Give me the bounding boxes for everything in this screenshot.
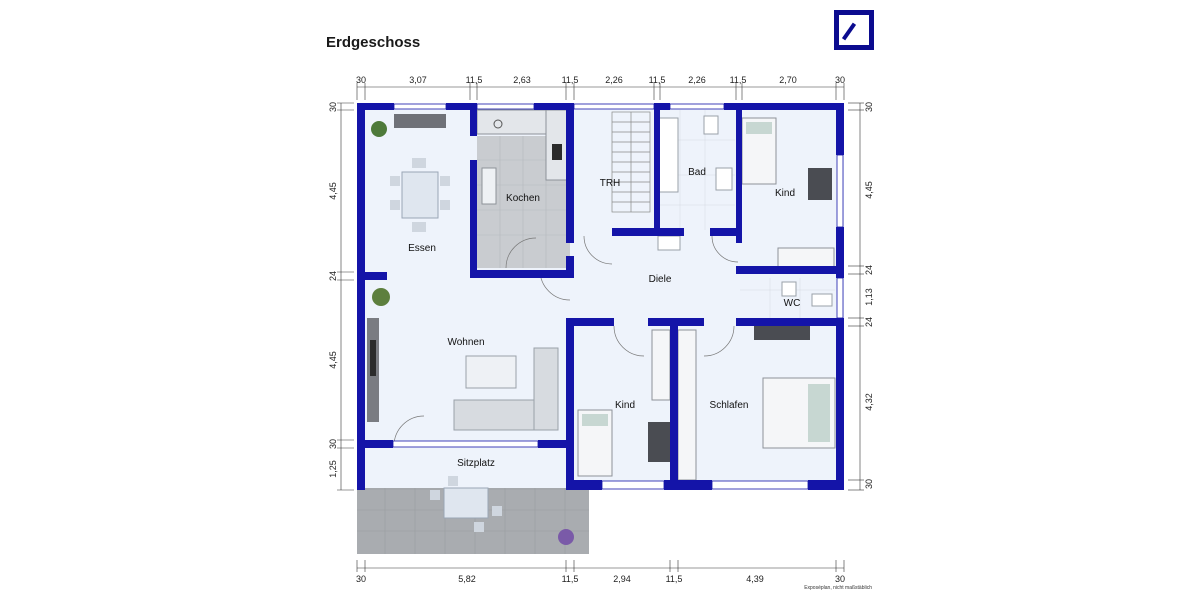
dim-right-6: 30 — [864, 479, 874, 489]
dim-top-3: 2,63 — [513, 75, 531, 85]
dim-top-1: 3,07 — [409, 75, 427, 85]
dim-left-3: 4,45 — [328, 351, 338, 369]
dim-right-4: 24 — [864, 317, 874, 327]
room-label-essen: Essen — [408, 243, 436, 254]
dimension-labels-top: 30 3,07 11,5 2,63 11,5 2,26 11,5 2,26 11… — [356, 75, 845, 85]
dim-left-0: 30 — [328, 102, 338, 112]
dim-top-9: 2,70 — [779, 75, 797, 85]
dimension-labels-left: 30 4,45 24 4,45 30 1,25 — [328, 102, 338, 478]
dim-left-1: 4,45 — [328, 182, 338, 200]
bed-kind-bottom — [577, 409, 670, 477]
dim-top-4: 11,5 — [562, 75, 579, 85]
plant-icon — [371, 121, 574, 545]
room-label-kind-bottom: Kind — [615, 400, 635, 411]
dim-bottom-2: 11,5 — [562, 574, 579, 584]
room-label-diele: Diele — [649, 274, 672, 285]
dimension-labels-right: 30 4,45 24 1,13 24 4,32 30 — [864, 102, 874, 489]
brand-logo — [834, 10, 874, 50]
room-label-sitzplatz: Sitzplatz — [457, 458, 495, 469]
staircase — [611, 111, 651, 213]
dim-bottom-0: 30 — [356, 574, 366, 584]
dim-bottom-6: 30 — [835, 574, 845, 584]
dimension-labels-bottom: 30 5,82 11,5 2,94 11,5 4,39 30 — [356, 574, 845, 584]
walls — [357, 103, 844, 490]
left-ticks — [337, 102, 354, 491]
windows — [392, 103, 844, 490]
dim-right-3: 1,13 — [864, 288, 874, 306]
sideboard — [394, 114, 446, 128]
dimension-lines — [337, 83, 864, 572]
room-label-wc: WC — [784, 298, 801, 309]
room-label-bad: Bad — [688, 167, 706, 178]
bottom-ticks — [356, 560, 845, 572]
tv-unit — [367, 318, 379, 422]
dim-top-8: 11,5 — [730, 75, 747, 85]
room-label-schlafen: Schlafen — [710, 400, 749, 411]
dim-top-7: 2,26 — [688, 75, 706, 85]
dim-top-10: 30 — [835, 75, 845, 85]
room-label-kochen: Kochen — [506, 193, 540, 204]
dim-right-2: 24 — [864, 265, 874, 275]
room-label-kind-top: Kind — [775, 188, 795, 199]
room-label-wohnen: Wohnen — [447, 337, 484, 348]
terrace-table — [430, 476, 502, 532]
dim-right-1: 4,45 — [864, 181, 874, 199]
top-ticks — [356, 83, 845, 100]
right-ticks — [848, 102, 864, 491]
dining-table — [390, 158, 450, 232]
dim-bottom-1: 5,82 — [458, 574, 476, 584]
dim-bottom-5: 4,39 — [746, 574, 764, 584]
bed-kind-top — [741, 117, 832, 200]
plan-title: Erdgeschoss — [326, 34, 421, 51]
dim-left-2: 24 — [328, 271, 338, 281]
sofa — [453, 347, 559, 431]
dim-top-5: 2,26 — [605, 75, 623, 85]
dim-left-5: 1,25 — [328, 460, 338, 478]
bath-fixtures — [657, 115, 833, 307]
dim-left-4: 30 — [328, 439, 338, 449]
room-label-trh: TRH — [600, 178, 621, 189]
dim-bottom-3: 2,94 — [613, 574, 631, 584]
dim-top-6: 11,5 — [649, 75, 666, 85]
double-bed — [754, 326, 836, 449]
dim-right-0: 30 — [864, 102, 874, 112]
dim-bottom-4: 11,5 — [666, 574, 683, 584]
dim-top-2: 11,5 — [466, 75, 483, 85]
dim-top-0: 30 — [356, 75, 366, 85]
footnote: Exposéplan, nicht maßstäblich — [804, 585, 872, 591]
dim-right-5: 4,32 — [864, 393, 874, 411]
